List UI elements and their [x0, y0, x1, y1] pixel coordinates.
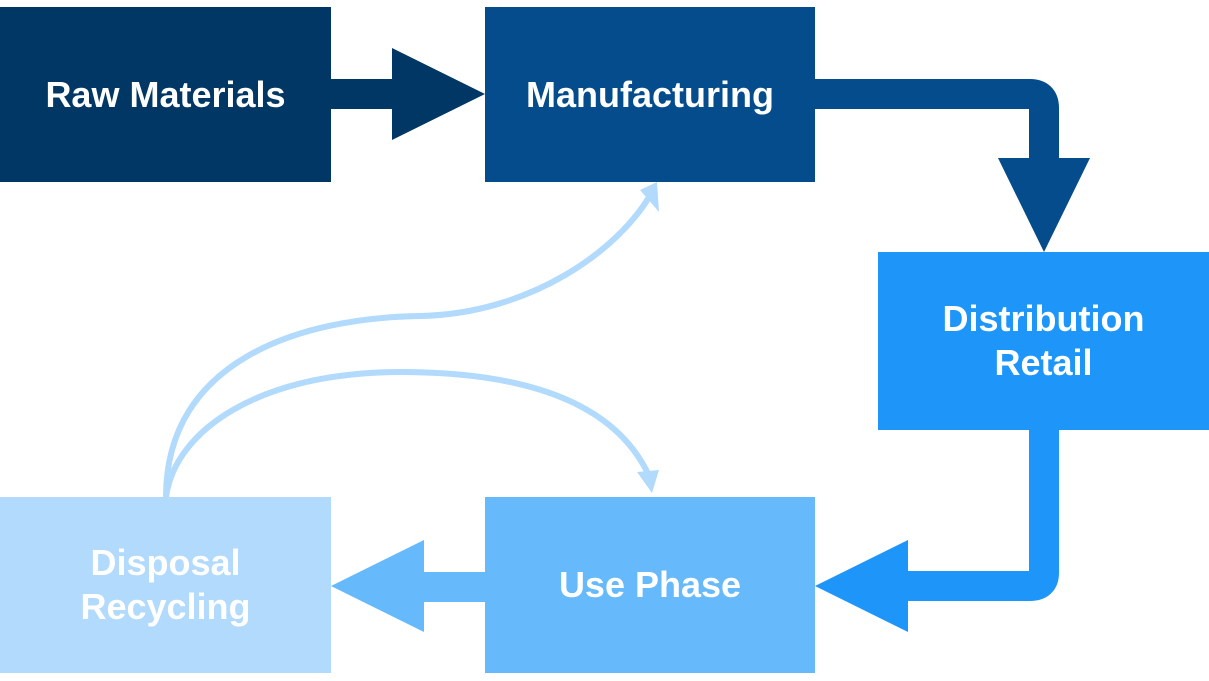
use-phase-label: Use Phase	[559, 563, 741, 607]
raw-materials-label: Raw Materials	[45, 73, 285, 117]
manufacturing-label-line: Manufacturing	[526, 73, 774, 115]
arrow-raw-to-manufacturing	[331, 48, 485, 140]
manufacturing-box: Manufacturing	[485, 7, 815, 182]
arrow-use-phase-to-disposal	[331, 540, 485, 632]
manufacturing-label: Manufacturing	[526, 73, 774, 117]
disposal-label-line: Disposal	[90, 542, 241, 583]
arrow-distribution-to-use-phase	[815, 430, 1059, 632]
disposal-recycling-label: Disposal Recycling	[80, 541, 250, 629]
use-phase-label-line: Use Phase	[558, 564, 742, 605]
arrowhead-use-phase	[637, 470, 659, 493]
retail-label-line: Retail	[994, 342, 1093, 383]
arrow-disposal-to-use-phase	[163, 368, 653, 498]
raw-materials-box: Raw Materials	[0, 7, 331, 182]
recycling-label-line: Recycling	[80, 586, 251, 627]
raw-materials-label-line: Raw Materials	[45, 73, 286, 115]
arrowhead-manufacturing	[640, 182, 659, 212]
distribution-label-line: Distribution	[942, 298, 1145, 339]
disposal-recycling-box: Disposal Recycling	[0, 497, 331, 673]
distribution-retail-label: Distribution Retail	[943, 297, 1145, 385]
distribution-retail-box: Distribution Retail	[878, 252, 1209, 430]
arrow-manufacturing-to-distribution	[815, 79, 1090, 252]
arrow-disposal-to-manufacturing	[163, 189, 655, 498]
use-phase-box: Use Phase	[485, 497, 815, 673]
